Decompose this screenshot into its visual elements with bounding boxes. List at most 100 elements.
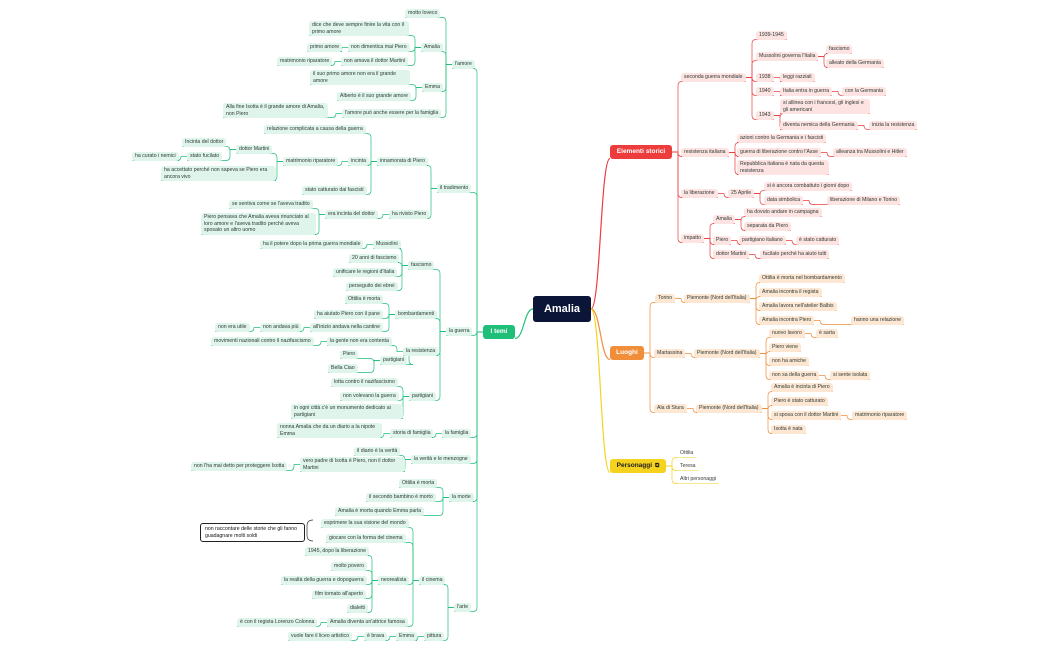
node-a-puo[interactable]: l'amore può anche essere per la famiglia — [342, 109, 442, 118]
node-l-sposa[interactable]: si sposa con il dottor Martini — [771, 411, 842, 420]
node-s-dovuto[interactable]: ha dovuto andare in campagna — [744, 208, 822, 217]
node-s-repubblica[interactable]: Repubblica italiana è nata da questa res… — [737, 160, 829, 176]
node-l-hanno[interactable]: hanno una relazione — [851, 316, 905, 325]
node-t-relaz[interactable]: relazione complicata a causa della guerr… — [264, 125, 366, 134]
node-c-realta[interactable]: la realtà della guerra e dopoguerra — [281, 576, 367, 585]
node-f-nonna[interactable]: nonna Amalia che da un diario a la nipot… — [277, 423, 382, 439]
node-tradimento[interactable]: il tradimento — [437, 184, 472, 193]
node-t-accettato[interactable]: ha accettato perché non sapeva se Piero … — [161, 166, 276, 182]
node-a-nondim[interactable]: non dimentica mai Piero — [348, 43, 410, 52]
node-c-molto[interactable]: molto povero — [331, 562, 367, 571]
node-s-fucilato[interactable]: fucilato perché ha aiuto tutti — [760, 250, 830, 259]
node-ala[interactable]: Ala di Stura — [654, 404, 687, 413]
node-impatto[interactable]: impatto — [681, 234, 705, 243]
node-b-nonandava[interactable]: non andava più — [260, 323, 302, 332]
node-liberazione[interactable]: la liberazione — [681, 189, 718, 198]
node-resita[interactable]: resistenza italiana — [681, 148, 729, 157]
node-g-perseg[interactable]: perseguito dei ebrei — [346, 282, 398, 291]
node-l-piemonte2[interactable]: Piemonte (Nord dell'Italia) — [694, 349, 760, 358]
node-l-ottilia[interactable]: Ottilia è morta nel bombardamento — [759, 274, 845, 283]
node-neoreal[interactable]: neorealista — [378, 576, 410, 585]
node-a-amalia[interactable]: Amalia — [421, 43, 443, 52]
node-motto[interactable]: motto loveco — [405, 9, 441, 18]
node-p-lotta[interactable]: lotta contro il nazifascismo — [331, 378, 398, 387]
node-a-nonama[interactable]: non amava il dottor Martini — [341, 57, 409, 66]
node-s-nemica[interactable]: diventa nemica della Germania — [780, 121, 858, 130]
node-t-matrim[interactable]: matrimonio riparatore — [283, 157, 339, 166]
node-a-suoprimo[interactable]: il suo primo amore non era il grande amo… — [310, 70, 410, 86]
node-a-dice[interactable]: dice che deve sempre finire la vita con … — [309, 21, 409, 37]
node-martassina[interactable]: Martassina — [654, 349, 686, 358]
node-s-stato[interactable]: è stato catturato — [796, 236, 840, 245]
node-f-storia[interactable]: storia di famiglia — [390, 429, 434, 438]
node-s-alleanza[interactable]: alleanza tra Mussolini e Hitler — [833, 148, 907, 157]
node-t-incdott[interactable]: Incinta del dottor — [182, 138, 227, 147]
node-p-altri[interactable]: Altri personaggi — [680, 476, 717, 482]
node-a-primo[interactable]: primo amore — [307, 43, 343, 52]
branch-elementi-storici[interactable]: Elementi storici — [610, 145, 672, 159]
node-cinema[interactable]: il cinema — [419, 576, 446, 585]
node-s-piero[interactable]: Piero — [713, 236, 732, 245]
node-m-secondo[interactable]: il secondo bambino è morto — [366, 493, 436, 502]
node-s-1943[interactable]: 1943 — [756, 111, 774, 120]
node-l-incpiero[interactable]: Amalia incontra Piero — [759, 316, 815, 325]
node-c-brava[interactable]: è brava — [364, 632, 388, 641]
node-s-separata[interactable]: separata da Piero — [744, 222, 791, 231]
node-torino[interactable]: Torino — [655, 294, 676, 303]
node-a-alberto[interactable]: Alberto è il suo grande amore — [337, 92, 412, 101]
node-c-liceo[interactable]: vuole fare il liceo artistico — [288, 632, 352, 641]
branch-temi[interactable]: I temi — [483, 325, 515, 339]
node-c-regista[interactable]: è con il regista Lorenzo Colonna — [237, 618, 318, 627]
branch-personaggi[interactable]: Personaggi⧉ — [610, 459, 666, 473]
node-s-inizia[interactable]: inizia la resistenza — [869, 121, 918, 130]
node-t-incdott2[interactable]: era incinta del dottor — [325, 210, 379, 219]
node-c-film[interactable]: film tornato all'aperto — [312, 590, 366, 599]
node-r-bella[interactable]: Bella Ciao — [328, 364, 358, 373]
node-c-1945[interactable]: 1945, dopo la liberazione — [305, 547, 369, 556]
node-s-data[interactable]: data simbolica — [764, 196, 804, 205]
node-s-allinea[interactable]: si allinea con i francesi, gli inglesi e… — [780, 99, 870, 115]
node-l-amiche[interactable]: non ha amiche — [769, 357, 810, 366]
node-s-leggi[interactable]: leggi razziali — [780, 73, 815, 82]
node-morte[interactable]: la morte — [449, 493, 474, 502]
node-g-unif[interactable]: unificare le regioni d'Italia — [333, 268, 398, 277]
node-s-fascismo[interactable]: fascismo — [826, 45, 853, 54]
node-l-piemonte3[interactable]: Piemonte (Nord dell'Italia) — [696, 404, 762, 413]
node-m-amalia[interactable]: Amalia è morta quando Emma parla — [335, 507, 425, 516]
node-b-ottilia[interactable]: Ottilia è morta — [345, 295, 384, 304]
node-b-nonera[interactable]: non era utile — [215, 323, 250, 332]
node-r-partigiani[interactable]: partigiani — [380, 356, 408, 365]
node-l-isotta[interactable]: Isotta è nata — [771, 425, 806, 434]
node-s-guerralib[interactable]: guerra di liberazione contro l'Asse — [737, 148, 821, 157]
node-t-catturato[interactable]: stato catturato dai fascisti — [302, 186, 367, 195]
branch-luoghi[interactable]: Luoghi — [610, 346, 644, 360]
node-r-movimenti[interactable]: movimenti nazionali contro il nazifascis… — [211, 337, 314, 346]
node-t-statofuc[interactable]: stato fucilato — [187, 152, 223, 161]
node-t-incinta[interactable]: incinta — [348, 157, 369, 166]
node-s-ancora[interactable]: si è ancora combattuto i giorni dopo — [764, 182, 853, 191]
node-l-sarta[interactable]: è sarta — [816, 329, 838, 338]
node-t-sentiva[interactable]: se sentiva come se l'aveva tradito — [229, 200, 313, 209]
node-famiglia[interactable]: la famiglia — [442, 429, 472, 438]
node-pittura[interactable]: pittura — [424, 632, 445, 641]
node-t-innam[interactable]: innamorata di Piero — [377, 157, 428, 166]
node-a-matrim[interactable]: matrimonio riparatore — [277, 57, 333, 66]
node-b-allinizio[interactable]: all'inizio andava nella cantine — [310, 323, 384, 332]
node-c-esprimere[interactable]: esprimere la sua visione del mondo — [321, 519, 409, 528]
node-s-25[interactable]: 25 Aprile — [728, 189, 755, 198]
node-l-viene[interactable]: Piero viene — [769, 343, 801, 352]
node-r-gente[interactable]: la gente non era contenta — [327, 337, 392, 346]
node-c-amalia[interactable]: Amalia diventa un'attrice famosa — [327, 618, 408, 627]
node-t-pensava[interactable]: Piero pensava che Amalia aveva rinunciat… — [201, 213, 316, 235]
node-s-con[interactable]: con la Germania — [842, 87, 887, 96]
node-l-isolata[interactable]: si sente isolata — [830, 371, 871, 380]
node-s-partit[interactable]: partigiano italiano — [739, 236, 786, 245]
node-s-dottor[interactable]: dottor Martini — [713, 250, 750, 259]
node-c-emma[interactable]: Emma — [396, 632, 417, 641]
node-a-emma[interactable]: Emma — [422, 83, 443, 92]
node-l-nuovo[interactable]: nuovo lavoro — [769, 329, 805, 338]
node-l-incontra[interactable]: Amalia incontra il regista — [759, 288, 822, 297]
node-c-giocare[interactable]: giocare con la forma del cinema — [326, 534, 406, 543]
node-s-entra[interactable]: Italia entra in guerra — [780, 87, 833, 96]
node-v-nonlha[interactable]: non l'ha mai detto per proteggere Isotta — [191, 462, 288, 471]
